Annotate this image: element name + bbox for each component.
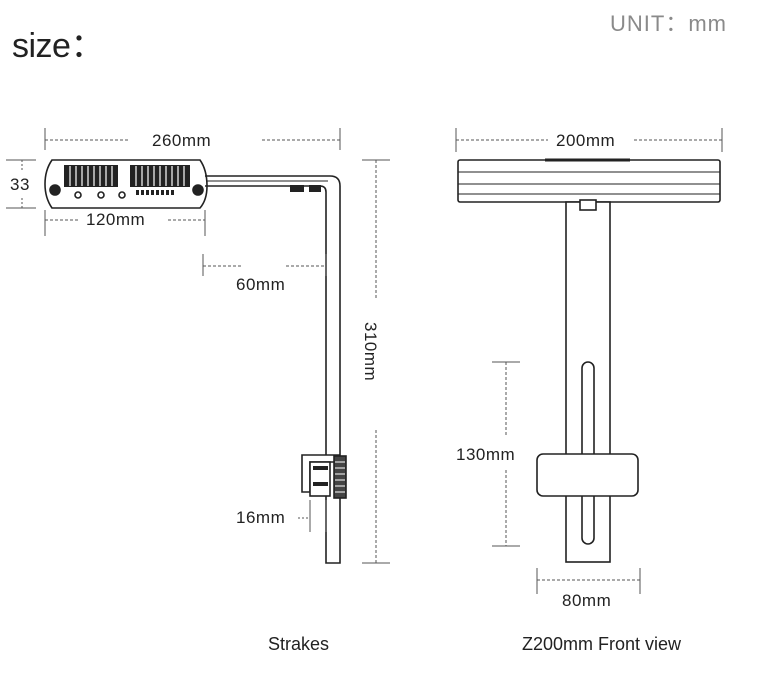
dim-clamp: 16mm [236, 508, 285, 527]
page-title: size： [12, 27, 104, 65]
dim-offset: 60mm [236, 275, 285, 294]
dim-light-width: 120mm [86, 210, 145, 229]
dim-adjust-range: 130mm [456, 445, 515, 464]
front-view-caption: Z200mm Front view [522, 634, 682, 654]
unit-label: UNIT：mm [610, 11, 727, 36]
dim-front-width: 200mm [556, 131, 615, 150]
dim-overall-length: 260mm [152, 131, 211, 150]
front-view-drawing [457, 158, 721, 563]
dim-clamp-width: 80mm [562, 591, 611, 610]
side-view-caption: Strakes [268, 634, 330, 654]
side-view-drawing [44, 159, 347, 564]
front-view-dimension-lines [455, 128, 723, 594]
side-view-dimension-lines [6, 128, 390, 564]
dim-arm-height: 310mm [361, 322, 380, 381]
dim-height: 33 [10, 175, 30, 194]
